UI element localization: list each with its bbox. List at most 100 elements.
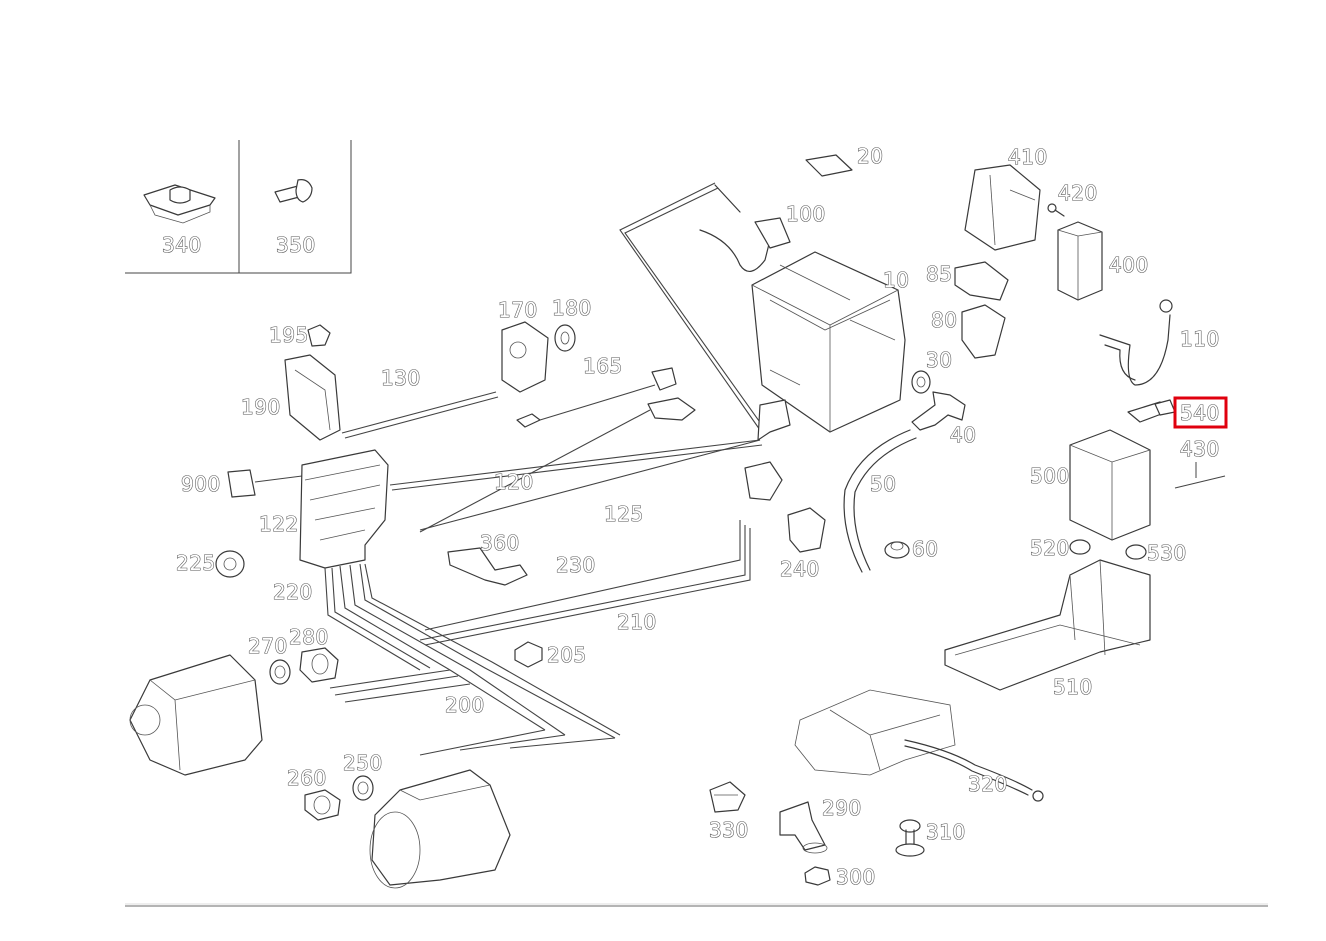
callout-130[interactable]: 130 [380,365,421,390]
part-280-bushing[interactable] [299,647,339,683]
callout-220[interactable]: 220 [272,579,313,604]
callout-430[interactable]: 430 [1179,436,1220,461]
part-270-bushing[interactable] [269,659,291,685]
callout-350[interactable]: 350 [275,232,316,257]
part-180-grommet[interactable] [554,324,576,352]
callout-30[interactable]: 30 [925,347,952,372]
part-410-cover[interactable] [964,164,1041,251]
part-320-cable[interactable] [904,739,1044,802]
part-165-cable[interactable] [516,367,677,428]
part-310-stud[interactable] [895,819,925,857]
part-290-bracket[interactable] [779,801,828,854]
part-350-screw[interactable] [274,179,313,203]
part-330-clamp[interactable] [709,781,746,813]
part-clamp[interactable] [757,399,791,441]
part-225-nut[interactable] [215,550,245,578]
part-220-harness[interactable] [324,563,621,739]
callout-50[interactable]: 50 [869,471,896,496]
part-110-cable[interactable] [1099,299,1173,386]
part-122-fusebox[interactable] [299,449,389,569]
callout-540[interactable]: 540 [1179,400,1220,425]
part-50-hose[interactable] [843,429,917,573]
part-170-relay[interactable] [501,321,549,393]
callout-400[interactable]: 400 [1108,252,1149,277]
part-10-battery[interactable] [751,251,906,433]
callout-190[interactable]: 190 [240,394,281,419]
callout-20[interactable]: 20 [856,143,883,168]
callout-900[interactable]: 900 [180,471,221,496]
part-starter[interactable] [369,769,511,889]
callout-170[interactable]: 170 [497,297,538,322]
callout-10[interactable]: 10 [882,267,909,292]
part-85-bracket[interactable] [954,261,1009,301]
callout-205[interactable]: 205 [546,642,587,667]
callout-300[interactable]: 300 [835,864,876,889]
part-30-grommet[interactable] [911,370,931,394]
callout-100[interactable]: 100 [785,201,826,226]
part-360-bracket[interactable] [447,547,528,586]
callout-60[interactable]: 60 [911,536,938,561]
callout-180[interactable]: 180 [551,295,592,320]
callout-410[interactable]: 410 [1007,144,1048,169]
callout-240[interactable]: 240 [779,556,820,581]
callout-85[interactable]: 85 [925,261,952,286]
part-205-nut[interactable] [514,641,543,668]
part-230-cable[interactable] [424,520,741,631]
part-165b-terminal[interactable] [419,397,696,533]
callout-122[interactable]: 122 [258,511,299,536]
callout-310[interactable]: 310 [925,819,966,844]
callout-230[interactable]: 230 [555,552,596,577]
callout-500[interactable]: 500 [1029,463,1070,488]
callout-125[interactable]: 125 [603,501,644,526]
part-260-bushing[interactable] [304,789,341,821]
callout-260[interactable]: 260 [286,765,327,790]
part-60-grommet[interactable] [884,541,910,559]
part-120-cable[interactable] [389,439,763,491]
callout-290[interactable]: 290 [821,795,862,820]
part-400-box[interactable] [1057,221,1103,301]
part-340-clip[interactable] [143,184,216,224]
callout-330[interactable]: 330 [708,817,749,842]
part-130-cable[interactable] [341,391,499,439]
callout-520[interactable]: 520 [1029,535,1070,560]
callout-165[interactable]: 165 [582,353,623,378]
callout-270[interactable]: 270 [247,633,288,658]
part-510-tray[interactable] [944,559,1151,691]
part-900-plug[interactable] [227,469,256,498]
callout-195[interactable]: 195 [268,322,309,347]
part-210-cable[interactable] [419,525,751,646]
callout-530[interactable]: 530 [1146,540,1187,565]
part-540-bracket[interactable] [1127,399,1176,423]
part-520-nut[interactable] [1069,539,1091,555]
callout-80[interactable]: 80 [930,307,957,332]
part-240-terminal[interactable] [744,461,826,553]
callout-510[interactable]: 510 [1052,674,1093,699]
part-200-harness[interactable] [329,669,616,756]
part-430-strap[interactable] [1174,475,1226,489]
part-125-cable[interactable] [419,439,761,531]
part-alternator[interactable] [129,654,263,776]
part-250-bushing[interactable] [352,775,374,801]
callout-280[interactable]: 280 [288,624,329,649]
callout-360[interactable]: 360 [479,530,520,555]
callout-210[interactable]: 210 [616,609,657,634]
part-100-cable[interactable] [699,184,791,272]
part-20-plate[interactable] [805,154,853,177]
callout-225[interactable]: 225 [175,550,216,575]
callout-250[interactable]: 250 [342,750,383,775]
part-300-nut[interactable] [804,866,831,886]
part-195-nut[interactable] [307,324,331,347]
callout-420[interactable]: 420 [1057,180,1098,205]
callout-200[interactable]: 200 [444,692,485,717]
part-190-cover[interactable] [284,354,341,441]
callout-120[interactable]: 120 [493,469,534,494]
callout-340[interactable]: 340 [161,232,202,257]
part-500-battery[interactable] [1069,429,1151,541]
part-80-terminal[interactable] [961,304,1006,359]
callout-110[interactable]: 110 [1179,326,1220,351]
part-530-nut[interactable] [1125,544,1147,560]
callout-320[interactable]: 320 [967,771,1008,796]
part-40-elbow[interactable] [911,391,966,431]
callout-40[interactable]: 40 [949,422,976,447]
part-420-screw[interactable] [1047,203,1065,217]
